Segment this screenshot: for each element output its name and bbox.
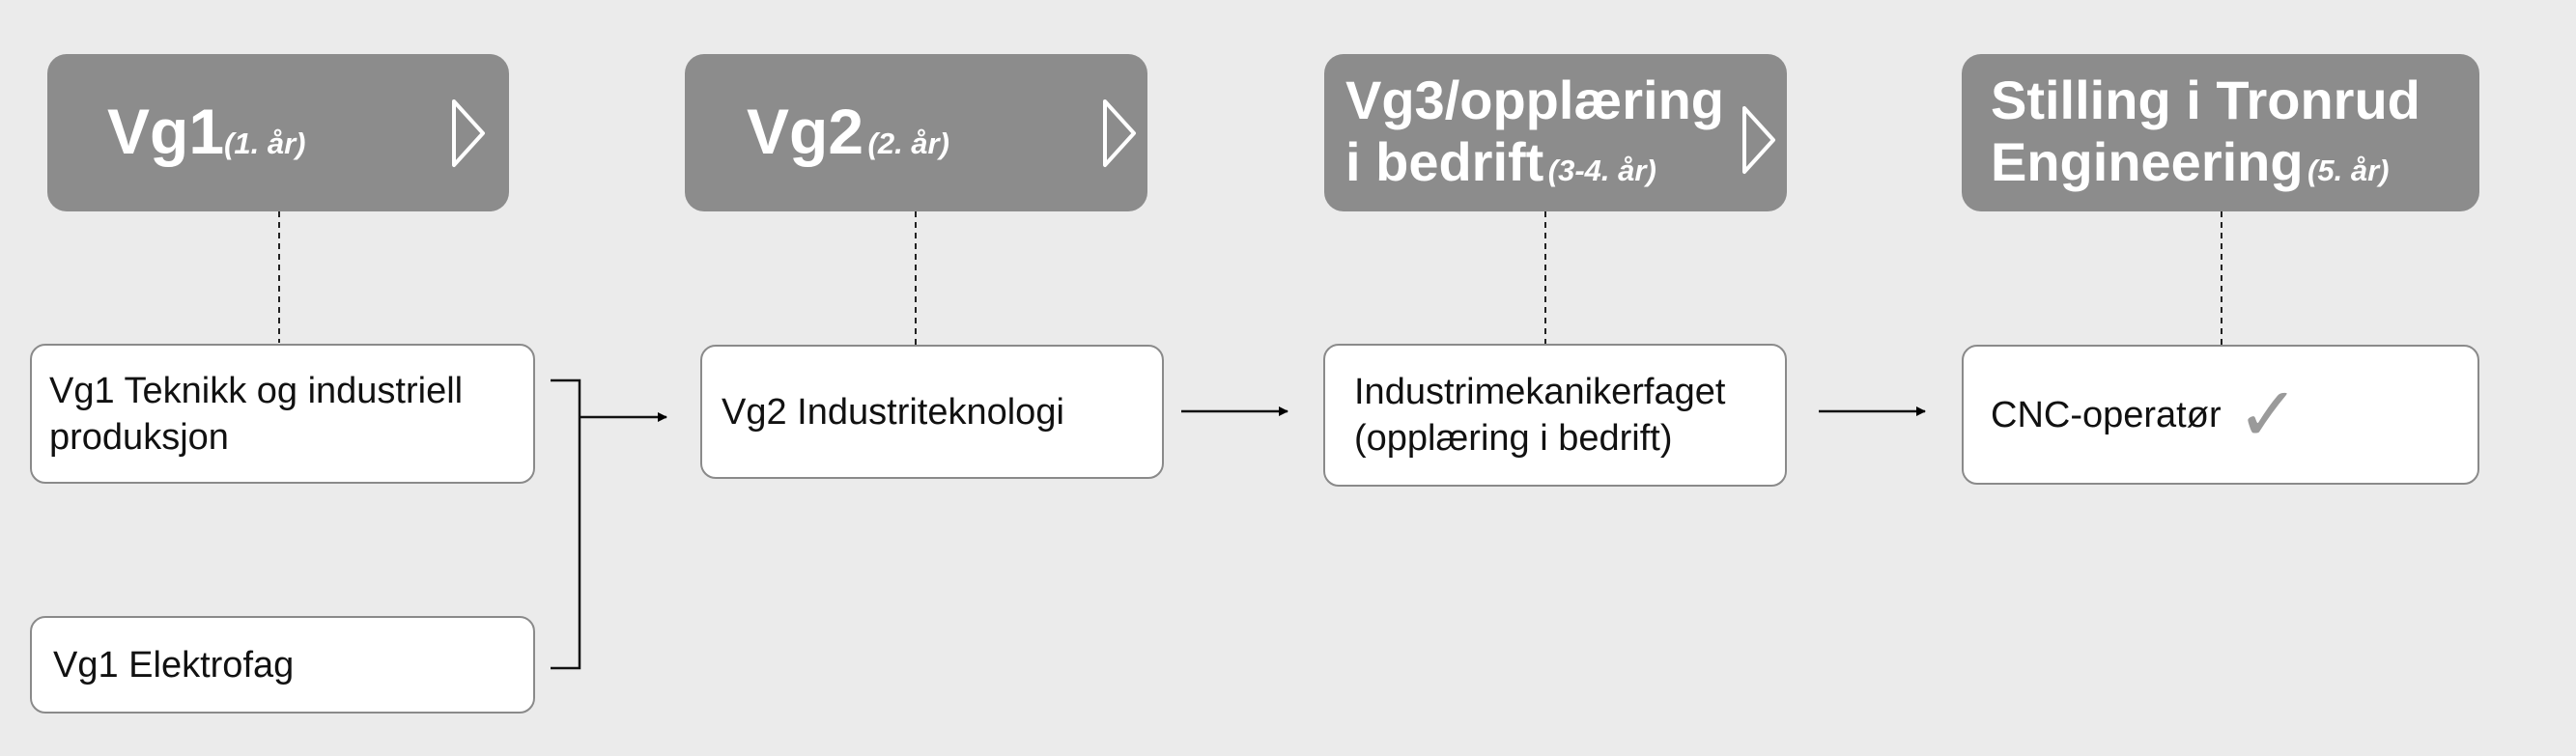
stage-header-vg1: Vg1(1. år) (47, 54, 509, 211)
box-label: CNC-operatør (1991, 394, 2222, 435)
box-label: Vg1 Elektrofag (53, 644, 295, 686)
stage-header-job: Stilling i Tronrud Engineering (5. år) (1962, 54, 2479, 211)
stage-title: Vg1 (107, 96, 225, 167)
box-vg3-industrimekaniker: Industrimekanikerfaget (opplæring i bedr… (1323, 344, 1787, 487)
stage-header-vg2: Vg2 (2. år) (685, 54, 1147, 211)
checkmark-icon: ✓ (2236, 371, 2300, 459)
box-label: Vg2 Industriteknologi (722, 391, 1064, 433)
box-label-line1: Industrimekanikerfaget (1354, 372, 1726, 412)
box-label-line2: produksjon (49, 416, 229, 458)
chevron-right-icon (452, 99, 485, 167)
stage-years: (2. år) (867, 126, 949, 160)
chevron-right-icon (1742, 106, 1775, 174)
stage-title-line2: i bedrift (1345, 131, 1544, 192)
vg1-bracket (551, 378, 581, 670)
box-label-line1: Vg1 Teknikk og industriell (49, 370, 464, 411)
box-label-line2: (opplæring i bedrift) (1354, 418, 1673, 459)
stage-title: Vg2 (747, 96, 864, 167)
box-vg2-industriteknologi: Vg2 Industriteknologi (700, 345, 1164, 479)
stage-years: (3-4. år) (1547, 154, 1656, 187)
stage-title-line1: Stilling i Tronrud (1991, 70, 2420, 130)
stage-header-vg3: Vg3/opplæring i bedrift (3-4. år) (1324, 54, 1787, 211)
box-job-cnc-operator: CNC-operatør ✓ (1962, 345, 2479, 485)
stage-title-line2: Engineering (1991, 131, 2304, 192)
stage-title-line1: Vg3/opplæring (1345, 70, 1724, 130)
stage-years: (1. år) (224, 126, 306, 160)
box-vg1-elektrofag: Vg1 Elektrofag (30, 616, 535, 714)
chevron-right-icon (1103, 99, 1136, 167)
box-vg1-teknikk: Vg1 Teknikk og industriell produksjon (30, 344, 535, 484)
stage-years: (5. år) (2307, 154, 2390, 187)
